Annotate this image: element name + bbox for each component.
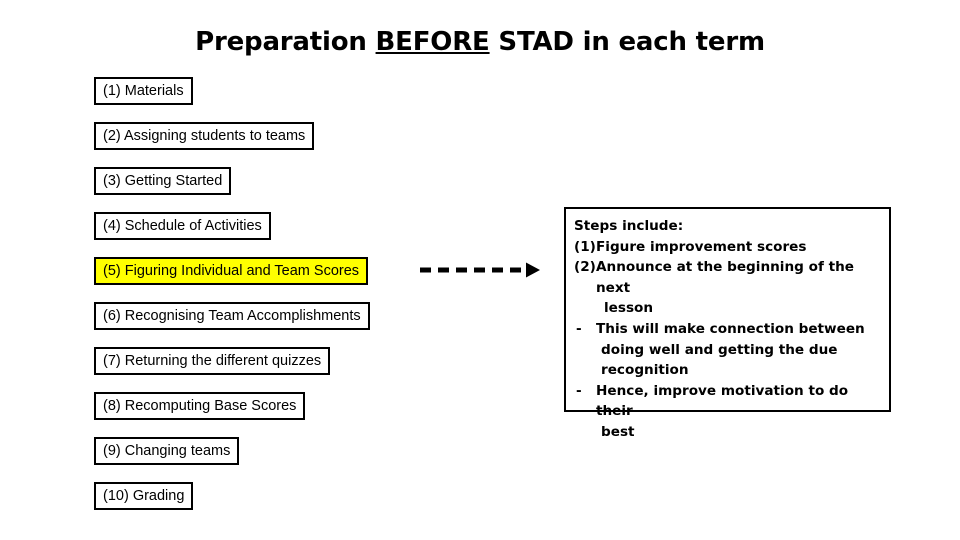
step-row: (9) Changing teams bbox=[94, 437, 514, 482]
step-box-2[interactable]: (2) Assigning students to teams bbox=[94, 122, 315, 150]
panel-marker: (1) bbox=[574, 238, 596, 255]
panel-line-3: - This will make connection between bbox=[574, 319, 883, 340]
steps-include-panel: Steps include: (1) Figure improvement sc… bbox=[564, 207, 891, 440]
step-row: (4) Schedule of Activities bbox=[94, 212, 514, 257]
title-part-1: Preparation bbox=[195, 27, 376, 57]
step-box-9[interactable]: (9) Changing teams bbox=[94, 437, 240, 465]
step-box-1[interactable]: (1) Materials bbox=[94, 77, 193, 105]
step-box-3[interactable]: (3) Getting Started bbox=[94, 167, 232, 195]
panel-continuation-recognition: recognition bbox=[601, 362, 689, 379]
page-title: Preparation BEFORE STAD in each term bbox=[0, 26, 960, 58]
step-box-6[interactable]: (6) Recognising Team Accomplishments bbox=[94, 302, 370, 330]
title-emphasis-before: BEFORE bbox=[375, 27, 490, 57]
panel-continuation-lesson: lesson bbox=[604, 300, 654, 317]
step-box-4[interactable]: (4) Schedule of Activities bbox=[94, 212, 271, 240]
panel-continuation-doing-well: doing well and getting the due bbox=[601, 341, 838, 358]
panel-line-2: (2) Announce at the beginning of the nex… bbox=[574, 257, 883, 298]
step-box-10[interactable]: (10) Grading bbox=[94, 482, 194, 510]
step-row: (7) Returning the different quizzes bbox=[94, 347, 514, 392]
step-box-7[interactable]: (7) Returning the different quizzes bbox=[94, 347, 331, 375]
steps-list: (1) Materials (2) Assigning students to … bbox=[94, 77, 514, 527]
panel-text: Hence, improve motivation to do their bbox=[596, 382, 849, 420]
step-row: (6) Recognising Team Accomplishments bbox=[94, 302, 514, 347]
step-box-8[interactable]: (8) Recomputing Base Scores bbox=[94, 392, 306, 420]
panel-marker: (2) bbox=[574, 259, 596, 276]
dashed-arrow-icon bbox=[420, 262, 540, 278]
panel-dash-marker: - bbox=[576, 320, 582, 337]
step-row: (1) Materials bbox=[94, 77, 514, 122]
panel-heading: Steps include: bbox=[574, 218, 684, 234]
title-part-2: STAD in each term bbox=[489, 27, 765, 57]
panel-line-4: - Hence, improve motivation to do their bbox=[574, 381, 883, 422]
step-row: (8) Recomputing Base Scores bbox=[94, 392, 514, 437]
panel-text: Announce at the beginning of the next bbox=[596, 259, 854, 296]
panel-continuation-best: best bbox=[601, 423, 635, 440]
step-row: (2) Assigning students to teams bbox=[94, 122, 514, 167]
panel-text: Figure improvement scores bbox=[596, 238, 807, 255]
step-row: (3) Getting Started bbox=[94, 167, 514, 212]
panel-line-1: (1) Figure improvement scores bbox=[574, 237, 883, 258]
panel-text: This will make connection between bbox=[596, 320, 865, 337]
step-box-5-highlighted[interactable]: (5) Figuring Individual and Team Scores bbox=[94, 257, 369, 285]
step-row: (10) Grading bbox=[94, 482, 514, 527]
panel-dash-marker: - bbox=[576, 382, 582, 399]
step-row: (5) Figuring Individual and Team Scores bbox=[94, 257, 514, 302]
